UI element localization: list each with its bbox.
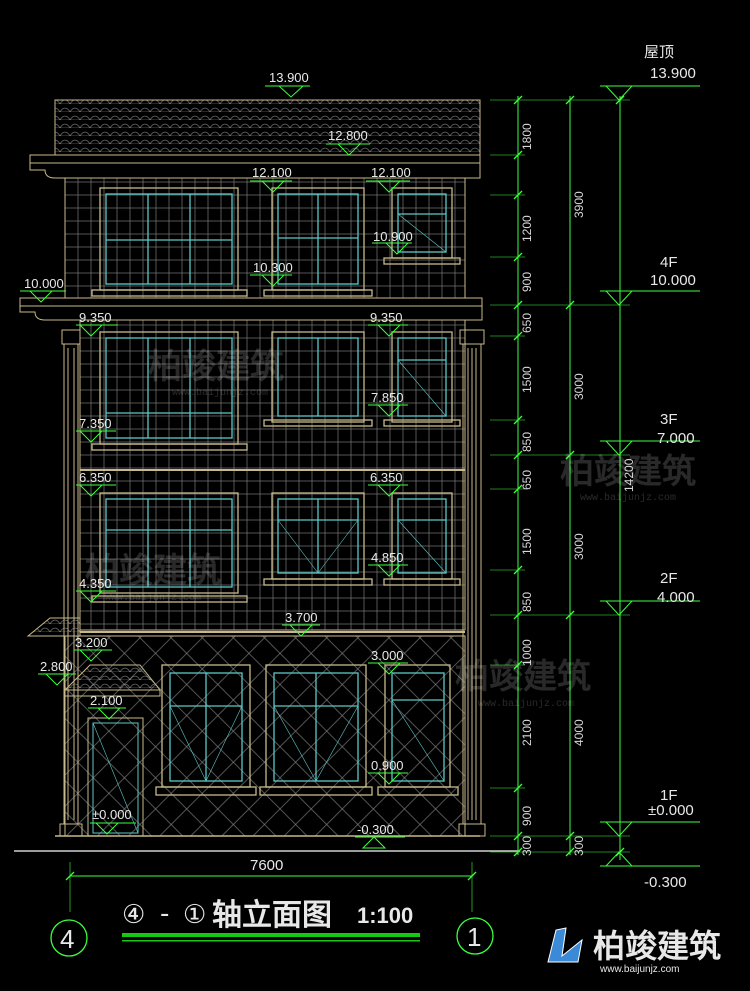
watermark-brand: 柏竣建筑 [560, 452, 696, 492]
watermark-brand: 柏竣建筑 [85, 551, 221, 591]
axis-4: 4 [50, 919, 88, 957]
dim-900a: 900 [520, 272, 534, 292]
dim-14200: 14200 [622, 458, 636, 492]
elev-12800: 12.800 [328, 128, 368, 143]
level-value-3f: 7.000 [657, 430, 695, 447]
elevation-labels: 13.900 12.800 12.100 12.100 10.900 10.30… [24, 70, 413, 837]
watermark-url: www.baijunjz.com [478, 698, 574, 710]
dim-900b: 900 [520, 806, 534, 826]
level-value-roof: 13.900 [650, 65, 696, 82]
elev-6350b: 6.350 [370, 470, 403, 485]
column-left [59, 329, 83, 837]
elev-7850: 7.850 [371, 390, 404, 405]
logo-text: 柏竣建筑 [593, 927, 721, 965]
level-name-1f: 1F [660, 787, 678, 804]
elev-9350b: 9.350 [370, 310, 403, 325]
dim-1000: 1000 [520, 639, 534, 666]
dim-3000b: 3000 [572, 533, 586, 560]
elevation-symbols [20, 85, 412, 849]
elev-m0300: -0.300 [357, 822, 394, 837]
axis-1-label: 1 [467, 922, 481, 952]
elev-2100: 2.100 [90, 693, 123, 708]
column-right [458, 329, 486, 837]
dim-850b: 850 [520, 592, 534, 612]
title-scale: 1:100 [357, 903, 413, 928]
dim-1800: 1800 [520, 123, 534, 150]
dim-1500b: 1500 [520, 528, 534, 555]
dim-1500a: 1500 [520, 366, 534, 393]
entrance-canopy [26, 617, 81, 637]
title-text: 轴立面图 [212, 898, 332, 933]
level-value-2f: 4.000 [657, 589, 695, 606]
watermark-url: www.baijunjz.com [580, 492, 676, 504]
title-axis-end: ① [183, 900, 206, 930]
dim-850a: 850 [520, 432, 534, 452]
dim-650b: 650 [520, 470, 534, 490]
elev-13900: 13.900 [269, 70, 309, 85]
roof-tiles [54, 99, 481, 156]
elev-6350a: 6.350 [79, 470, 112, 485]
dim-3900: 3900 [572, 191, 586, 218]
drawing-title: ④ - ① 轴立面图 1:100 [122, 898, 420, 942]
elev-2800: 2.800 [40, 659, 73, 674]
level-name-roof: 屋顶 [644, 43, 674, 61]
elev-0000: ±0.000 [92, 807, 132, 822]
watermark-url: www.baijunjz.com [172, 387, 268, 399]
cornice-4f [19, 297, 483, 307]
logo-url: www.baijunjz.com [599, 964, 679, 975]
elev-12100b: 12.100 [371, 165, 411, 180]
dimension-lines [69, 96, 630, 912]
elev-0900: 0.900 [371, 758, 404, 773]
dim-300b: 300 [572, 836, 586, 856]
dimension-ticks [65, 95, 625, 881]
elev-10300: 10.300 [253, 260, 293, 275]
axis-1: 1 [456, 917, 494, 955]
elev-9350a: 9.350 [79, 310, 112, 325]
level-name-2f: 2F [660, 570, 678, 587]
dim-1200: 1200 [520, 215, 534, 242]
watermark-url: www.baijunjz.com [105, 592, 201, 604]
axis-4-label: 4 [60, 924, 74, 954]
title-underline [122, 933, 420, 937]
brand-logo: 柏竣建筑 www.baijunjz.com [547, 927, 721, 975]
elev-3700: 3.700 [285, 610, 318, 625]
dim-650a: 650 [520, 313, 534, 333]
elev-10000: 10.000 [24, 276, 64, 291]
elev-3000: 3.000 [371, 648, 404, 663]
elev-10900: 10.900 [373, 229, 413, 244]
watermark-brand: 柏竣建筑 [148, 347, 284, 387]
level-markers [600, 85, 700, 867]
dim-300a: 300 [520, 836, 534, 856]
level-value-ground: -0.300 [644, 874, 687, 891]
watermarks: 柏竣建筑 www.baijunjz.com 柏竣建筑 www.baijunjz.… [85, 347, 696, 710]
title-dash: - [160, 899, 169, 929]
title-axis-start: ④ [122, 900, 145, 930]
level-name-4f: 4F [660, 254, 678, 271]
roof-cornice [29, 154, 481, 164]
elev-7350: 7.350 [79, 416, 112, 431]
dim-2100: 2100 [520, 719, 534, 746]
watermark-brand: 柏竣建筑 [455, 657, 591, 697]
elev-4850: 4.850 [371, 550, 404, 565]
dim-3000a: 3000 [572, 373, 586, 400]
level-value-4f: 10.000 [650, 272, 696, 289]
total-width-dim: 7600 [250, 857, 283, 874]
level-value-1f: ±0.000 [648, 802, 694, 819]
windows [91, 187, 461, 796]
elev-12100a: 12.100 [252, 165, 292, 180]
level-labels: 屋顶 13.900 4F 10.000 3F 7.000 2F 4.000 1F… [644, 43, 696, 891]
dims-inner: 1800 1200 900 650 1500 850 650 1500 850 … [520, 123, 636, 856]
level-name-3f: 3F [660, 411, 678, 428]
elev-3200: 3.200 [75, 635, 108, 650]
elev-4350: 4.350 [79, 576, 112, 591]
dim-4000: 4000 [572, 719, 586, 746]
logo-icon [547, 927, 583, 963]
